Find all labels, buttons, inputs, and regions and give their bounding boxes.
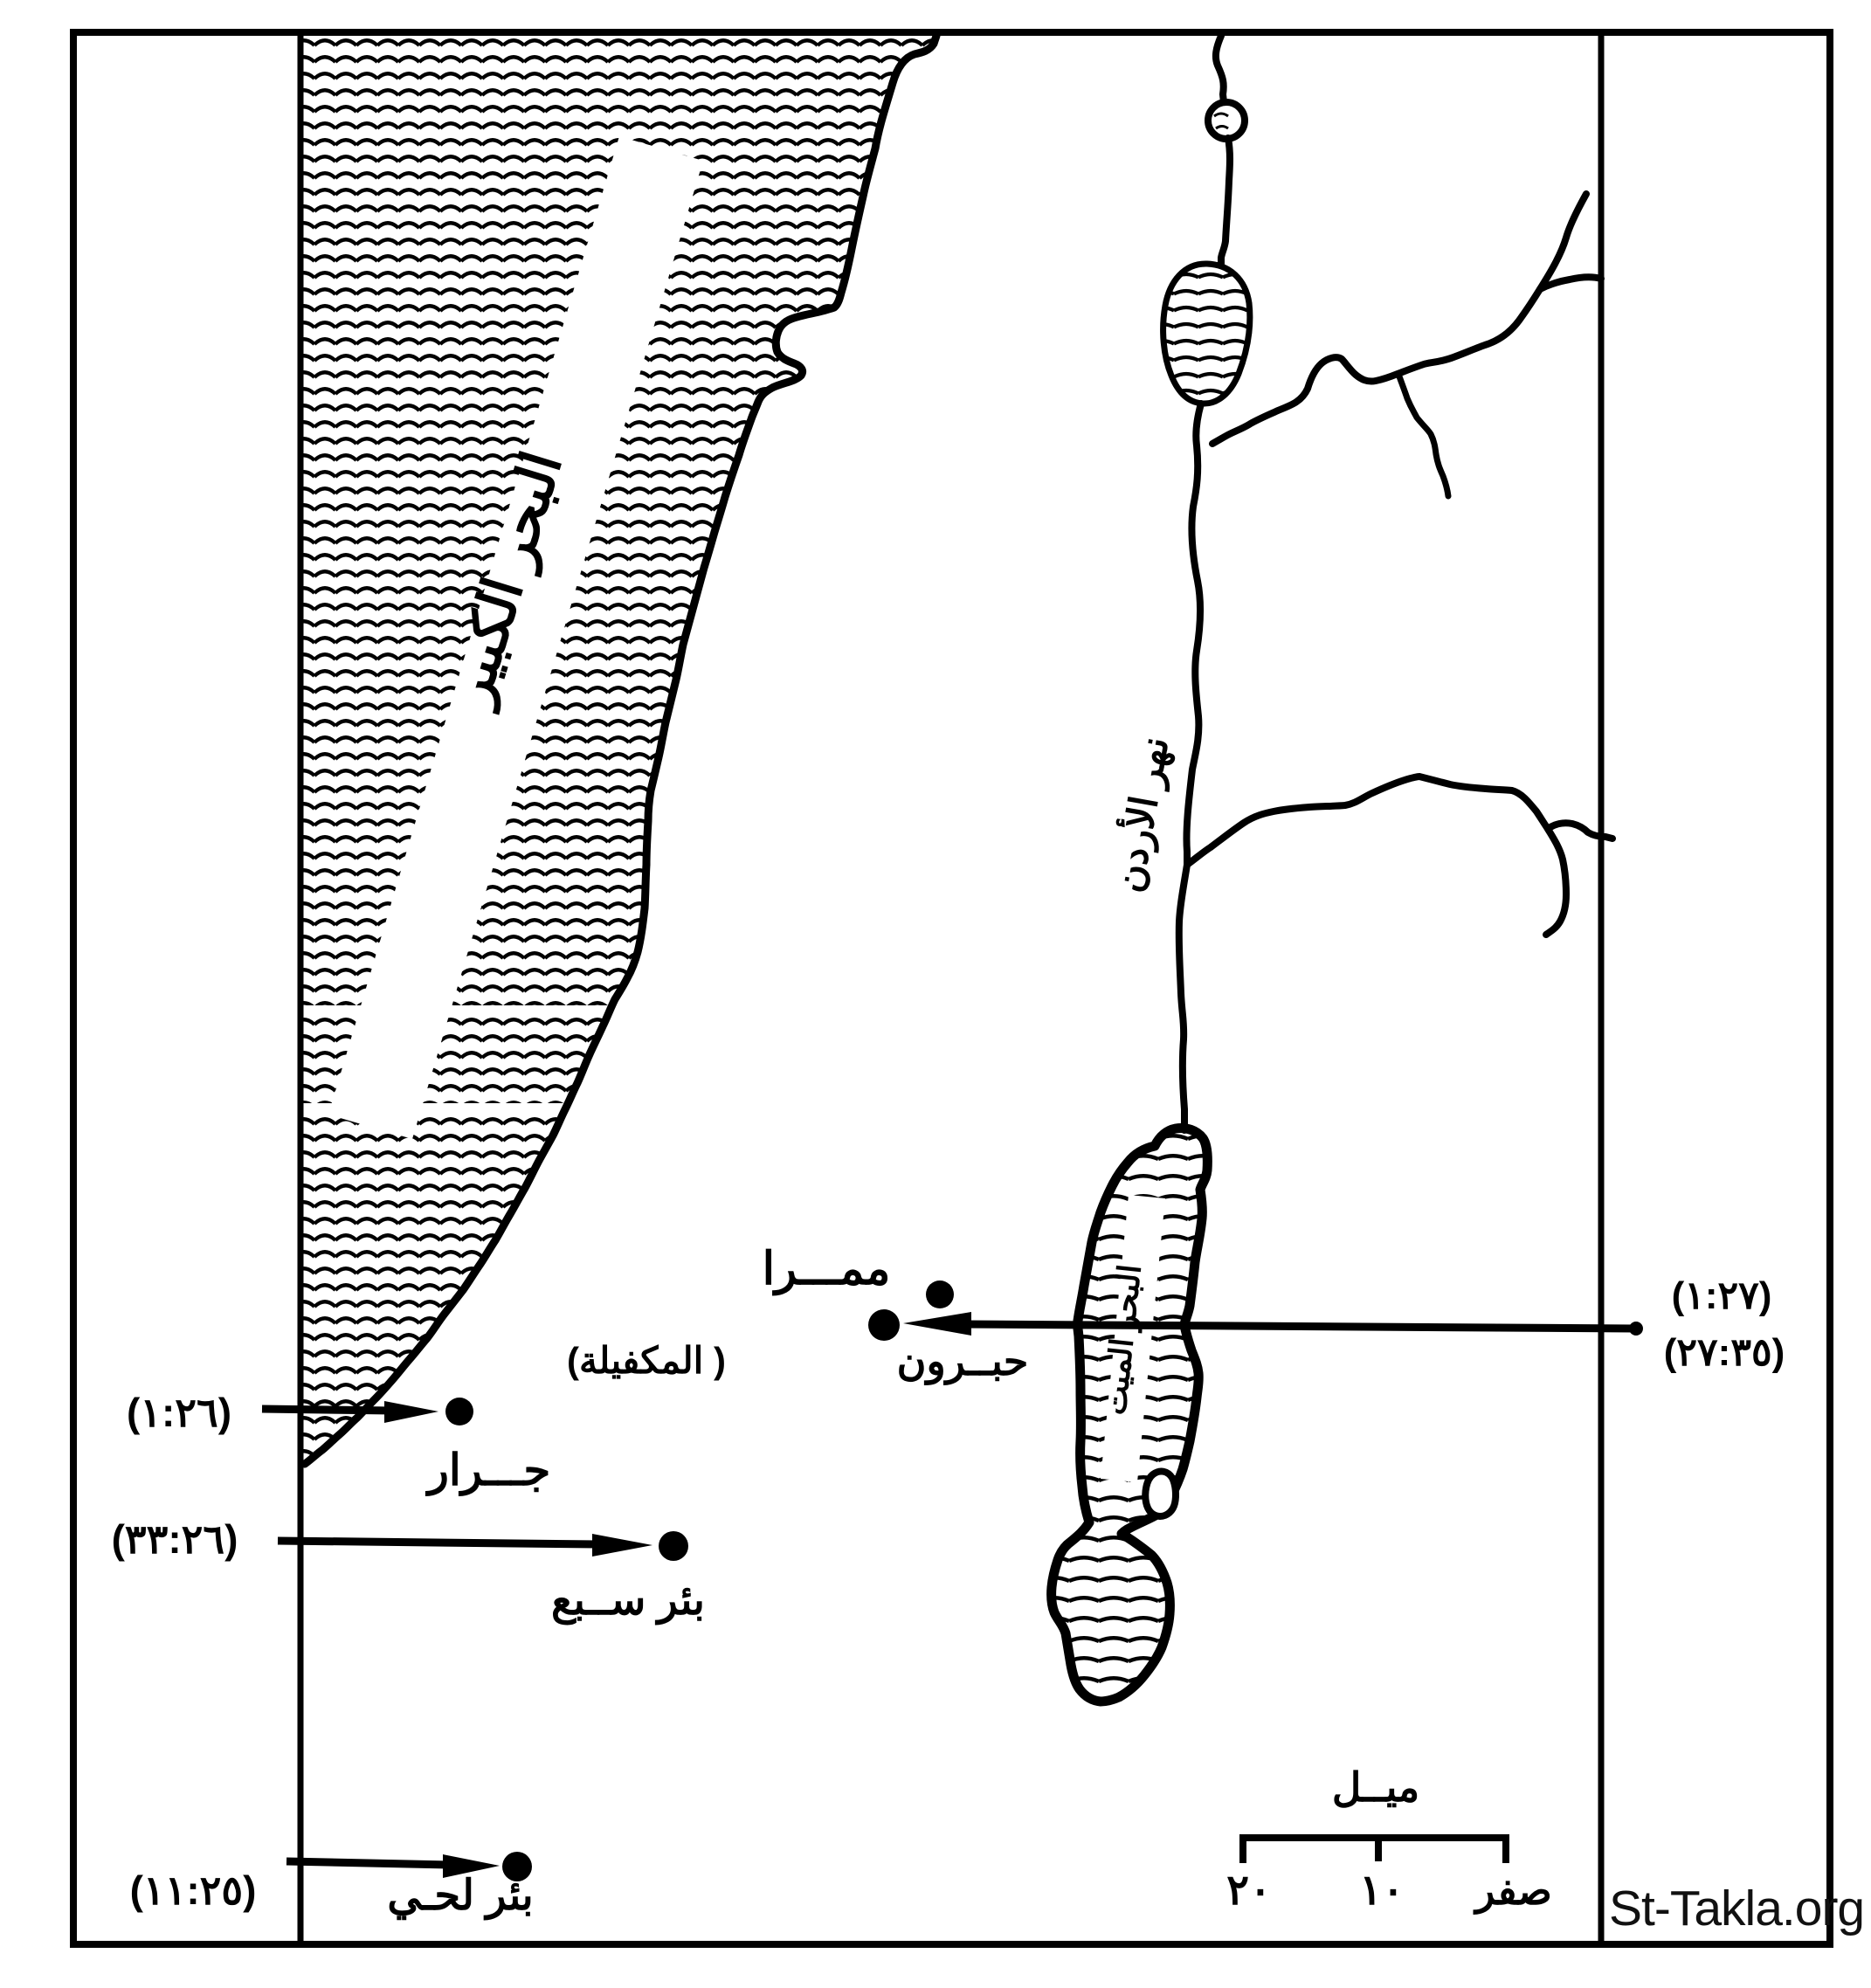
svg-text:(المكفيلة ): (المكفيلة ): [567, 1340, 726, 1381]
svg-text:٢٠: ٢٠: [1226, 1867, 1272, 1914]
svg-text:بئر ســبع: بئر ســبع: [551, 1577, 705, 1626]
svg-text:بئر لحـي: بئر لحـي: [387, 1873, 533, 1921]
svg-text:ممـــرا: ممـــرا: [763, 1244, 891, 1296]
svg-text:(٢٧:٣٥): (٢٧:٣٥): [1664, 1331, 1785, 1374]
svg-text:ميــل: ميــل: [1332, 1764, 1419, 1810]
svg-text:(١١:٢٥): (١١:٢٥): [130, 1867, 257, 1913]
svg-text:(١:٢٦): (١:٢٦): [127, 1390, 231, 1435]
svg-text:١٠: ١٠: [1359, 1867, 1405, 1914]
svg-text:(١:٢٧): (١:٢٧): [1672, 1274, 1772, 1317]
svg-text:جـــرار: جـــرار: [425, 1446, 550, 1496]
svg-text:St-Takla.org: St-Takla.org: [1609, 1881, 1864, 1936]
svg-text:(٣٣:٢٦): (٣٣:٢٦): [112, 1516, 238, 1562]
svg-text:حبــرون: حبــرون: [897, 1338, 1029, 1385]
svg-text:صفر: صفر: [1473, 1867, 1552, 1915]
